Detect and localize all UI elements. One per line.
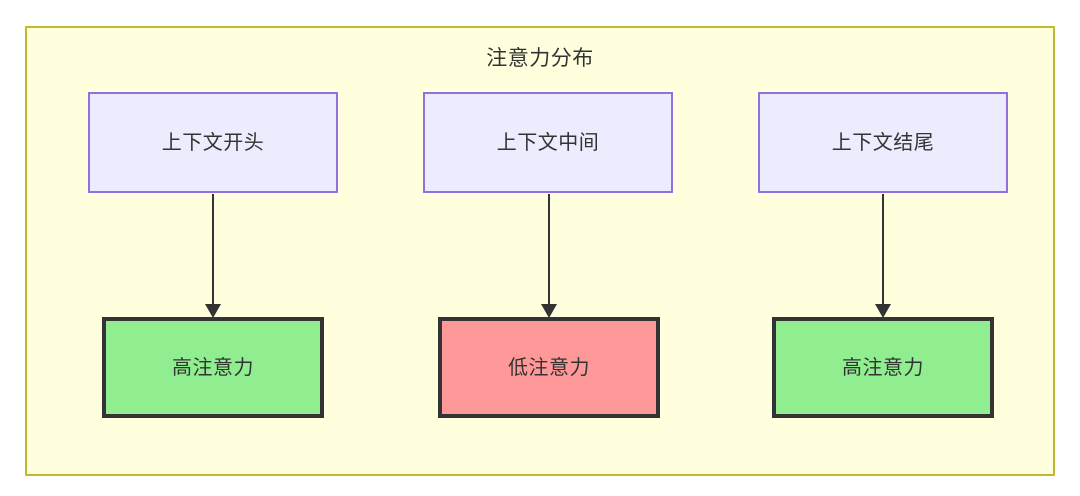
node-attention-start[interactable]: 高注意力 [102,317,324,418]
node-context-end[interactable]: 上下文结尾 [758,92,1008,193]
node-label: 高注意力 [172,356,254,379]
subgraph-title: 注意力分布 [486,47,594,70]
node-attention-middle[interactable]: 低注意力 [438,317,660,418]
node-context-middle[interactable]: 上下文中间 [423,92,673,193]
node-attention-end[interactable]: 高注意力 [772,317,994,418]
node-label: 低注意力 [508,356,590,379]
node-label: 高注意力 [842,356,924,379]
node-context-start[interactable]: 上下文开头 [88,92,338,193]
node-label: 上下文结尾 [831,131,935,154]
node-label: 上下文开头 [161,131,265,154]
node-label: 上下文中间 [496,131,600,154]
